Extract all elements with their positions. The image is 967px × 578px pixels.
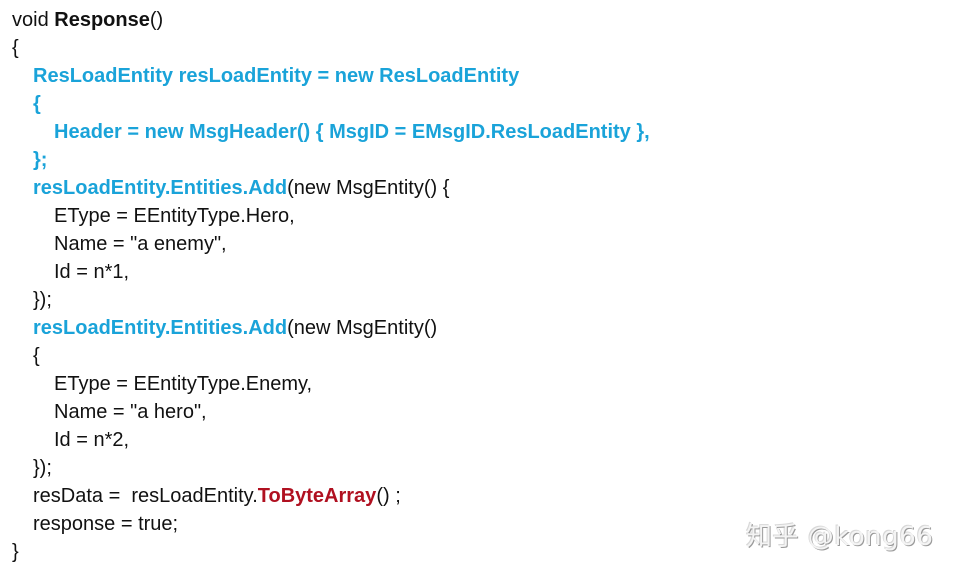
code-line: EType = EEntityType.Enemy,	[54, 373, 313, 395]
method-call-highlighted: resLoadEntity.Entities.Add	[33, 317, 288, 339]
code-line-highlighted: {	[33, 93, 41, 115]
watermark: 知乎 @kong66	[746, 522, 934, 552]
code-line: });	[33, 457, 52, 479]
parens: ()	[149, 9, 164, 31]
method-args: (new MsgEntity()	[287, 317, 438, 339]
code-line-highlighted: ResLoadEntity resLoadEntity = new ResLoa…	[33, 65, 520, 87]
code-line: EType = EEntityType.Hero,	[54, 205, 295, 227]
method-call-highlighted: resLoadEntity.Entities.Add	[33, 177, 288, 199]
method-name-highlighted-red: ToByteArray	[257, 485, 377, 507]
code-line-highlighted: Header = new MsgHeader() { MsgID = EMsgI…	[54, 121, 650, 143]
code-line: Id = n*2,	[54, 429, 130, 451]
code-line: });	[33, 289, 52, 311]
code-line: Id = n*1,	[54, 261, 130, 283]
code-line: resLoadEntity.Entities.Add(new MsgEntity…	[0, 314, 967, 342]
keyword-void: void	[12, 9, 55, 31]
code-line: resData = resLoadEntity.ToByteArray() ;	[0, 482, 967, 510]
code-line: Name = "a enemy",	[54, 233, 227, 255]
code-line: {	[12, 37, 19, 59]
code-line: resLoadEntity.Entities.Add(new MsgEntity…	[0, 174, 967, 202]
function-name: Response	[54, 9, 150, 31]
code-block: void Response() { ResLoadEntity resLoadE…	[0, 6, 967, 566]
code-line: Name = "a hero",	[54, 401, 207, 423]
assignment: resData = resLoadEntity.	[33, 485, 258, 507]
call-end: () ;	[376, 485, 401, 507]
code-line-highlighted: };	[33, 149, 48, 171]
method-args: (new MsgEntity() {	[287, 177, 450, 199]
code-line: response = true;	[33, 513, 179, 535]
code-line: }	[12, 541, 19, 563]
code-line: void Response()	[0, 6, 967, 34]
code-line: {	[33, 345, 40, 367]
